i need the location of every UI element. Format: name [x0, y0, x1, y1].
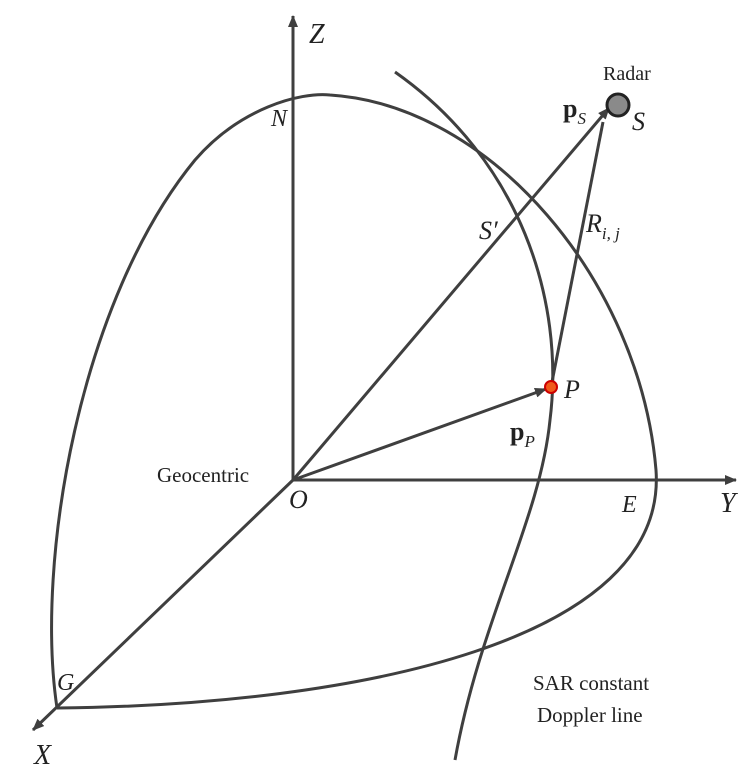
s-prime-label: S′: [479, 216, 498, 245]
z-axis-label: Z: [309, 19, 325, 50]
y-axis-label: Y: [720, 488, 739, 519]
origin-label: O: [289, 485, 308, 514]
range-label: Ri, j: [585, 209, 620, 243]
radar-caption: Radar: [603, 63, 651, 85]
vector-p-p: [292, 387, 547, 482]
geocentric-caption: Geocentric: [157, 463, 249, 487]
doppler-caption-line2: Doppler line: [537, 703, 643, 727]
doppler-line: [394, 70, 555, 761]
target-point-p: [544, 380, 558, 394]
x-axis-label: X: [33, 740, 52, 771]
vector-p-p-label: pP: [510, 417, 535, 451]
north-label: N: [270, 106, 289, 132]
range-line: [549, 121, 605, 388]
target-label: P: [563, 375, 580, 404]
greenwich-label: G: [57, 670, 74, 696]
radar-symbol: [605, 92, 631, 118]
x-axis: [31, 478, 295, 732]
radar-label: S: [632, 107, 645, 136]
earth-outline: [50, 93, 658, 710]
vector-p-s-label: pS: [563, 94, 586, 128]
doppler-caption-line1: SAR constant: [533, 671, 649, 695]
vector-p-s: [291, 107, 611, 481]
east-label: E: [621, 492, 637, 518]
